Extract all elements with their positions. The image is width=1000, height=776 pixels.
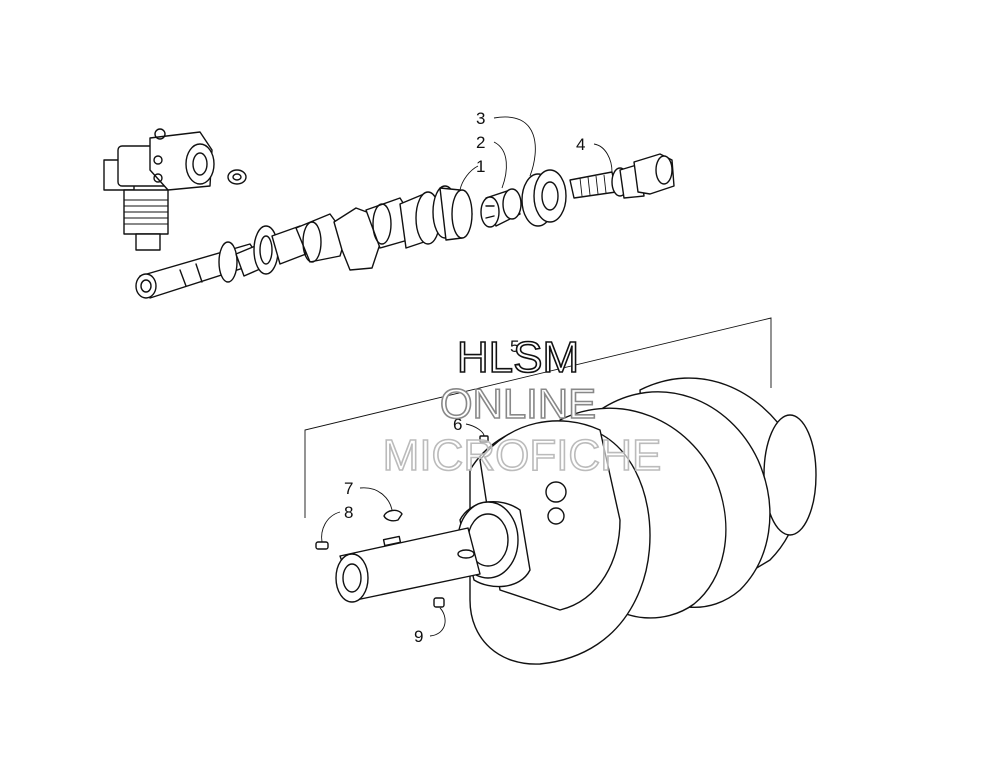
leader-lines bbox=[321, 116, 613, 637]
part-label-3: 3 bbox=[476, 109, 485, 128]
watermark-line-2: ONLINE bbox=[440, 380, 596, 427]
part-label-7: 7 bbox=[344, 479, 353, 498]
part-label-5: 5 bbox=[510, 337, 519, 356]
part-3-bearing-illustration bbox=[521, 169, 567, 227]
part-label-2: 2 bbox=[476, 133, 485, 152]
pump-assembly-illustration bbox=[103, 128, 247, 251]
watermark: HLSM ONLINE MICROFICHE bbox=[382, 332, 662, 481]
small-parts-illustration bbox=[315, 435, 489, 608]
part-label-1: 1 bbox=[476, 157, 485, 176]
camshaft-illustration bbox=[135, 185, 473, 299]
crankshaft-illustration bbox=[335, 377, 817, 665]
part-label-4: 4 bbox=[576, 135, 585, 154]
part-4-adapter-illustration bbox=[569, 153, 675, 199]
part-2-bushing-illustration bbox=[480, 188, 522, 228]
part-label-6: 6 bbox=[453, 415, 462, 434]
watermark-line-1: HLSM bbox=[457, 333, 579, 382]
part-5-bracket bbox=[304, 317, 772, 518]
watermark-line-3: MICROFICHE bbox=[383, 431, 662, 480]
part-label-8: 8 bbox=[344, 503, 353, 522]
part-label-9: 9 bbox=[414, 627, 423, 646]
